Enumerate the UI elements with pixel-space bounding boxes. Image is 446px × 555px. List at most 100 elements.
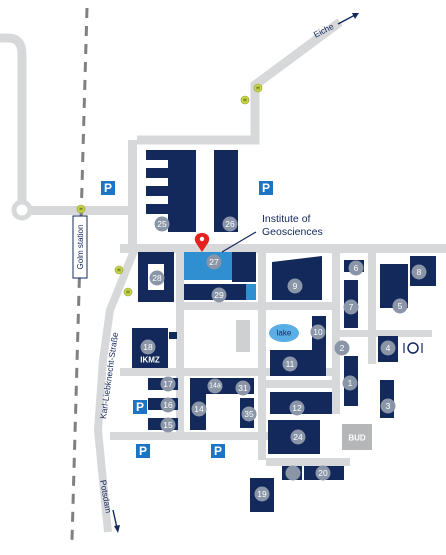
golm-station-label: Golm station bbox=[72, 215, 88, 279]
parking-5: P bbox=[211, 444, 225, 458]
number-10[interactable]: 11 bbox=[282, 356, 298, 372]
svg-text:18: 18 bbox=[143, 342, 153, 352]
svg-text:12: 12 bbox=[292, 403, 302, 413]
number-26[interactable]: 26 bbox=[222, 216, 238, 232]
parking-4: P bbox=[136, 444, 150, 458]
number-28[interactable]: 28 bbox=[149, 270, 165, 286]
svg-text:8: 8 bbox=[417, 267, 422, 277]
number-31[interactable]: 35 bbox=[241, 406, 257, 422]
number-7[interactable]: 7 bbox=[343, 299, 359, 315]
building-25-f bbox=[186, 150, 196, 232]
parking-1: P bbox=[101, 181, 115, 195]
number-11[interactable]: 12 bbox=[289, 400, 305, 416]
number-6[interactable]: 6 bbox=[348, 260, 364, 276]
svg-text:7: 7 bbox=[349, 302, 354, 312]
road-mid-1 bbox=[176, 302, 336, 310]
bud-label: BUD bbox=[348, 434, 366, 443]
number-29[interactable]: 29 bbox=[211, 287, 227, 303]
road-west-curve bbox=[0, 33, 27, 205]
number-27[interactable]: 27 bbox=[206, 254, 222, 270]
svg-text:29: 29 bbox=[214, 290, 224, 300]
number-9[interactable]: 10 bbox=[310, 324, 326, 340]
road-inner-east bbox=[332, 244, 340, 414]
bus-stop-3: H bbox=[76, 204, 86, 214]
svg-text:P: P bbox=[136, 400, 144, 414]
bus-stop-1: H bbox=[253, 83, 263, 93]
number-2[interactable]: 2 bbox=[334, 340, 350, 356]
eiche-arrow-icon bbox=[337, 13, 359, 25]
svg-text:16: 16 bbox=[163, 400, 173, 410]
svg-text:P: P bbox=[139, 444, 147, 458]
lake bbox=[269, 324, 299, 342]
road-inner-north bbox=[120, 244, 446, 253]
roads bbox=[0, 18, 446, 533]
lake-label: lake bbox=[277, 329, 292, 338]
svg-text:28: 28 bbox=[152, 273, 162, 283]
svg-text:4: 4 bbox=[386, 343, 391, 353]
road-south-link bbox=[258, 430, 266, 460]
number-16[interactable]: 16 bbox=[160, 397, 176, 413]
road-eiche bbox=[137, 18, 343, 145]
building-29-highlight bbox=[246, 284, 256, 300]
svg-text:27: 27 bbox=[209, 257, 219, 267]
number-24[interactable]: 24 bbox=[290, 429, 306, 445]
bus-stop-2: H bbox=[240, 95, 250, 105]
building-bud bbox=[342, 424, 372, 450]
potsdam-arrow-icon bbox=[112, 509, 120, 533]
svg-text:24: 24 bbox=[293, 432, 303, 442]
number-14a[interactable]: 14a bbox=[207, 378, 223, 394]
svg-text:10: 10 bbox=[313, 327, 323, 337]
building-8 bbox=[272, 256, 322, 300]
svg-text:3: 3 bbox=[386, 401, 391, 411]
number-35[interactable] bbox=[285, 465, 301, 481]
svg-text:6: 6 bbox=[354, 263, 359, 273]
bus-stops: H H H H H bbox=[76, 83, 263, 297]
svg-text:H: H bbox=[256, 86, 259, 91]
institute-marker-icon[interactable] bbox=[194, 233, 210, 252]
grey-structure bbox=[236, 320, 250, 352]
number-8[interactable]: 9 bbox=[287, 278, 303, 294]
restaurant-icon bbox=[403, 342, 423, 354]
number-5[interactable]: 5 bbox=[392, 298, 408, 314]
road-mid-3 bbox=[258, 380, 338, 388]
road-karl-liebknecht bbox=[93, 244, 140, 533]
svg-text:14a: 14a bbox=[209, 383, 221, 390]
info-icon bbox=[169, 332, 177, 339]
svg-text:20: 20 bbox=[318, 468, 328, 478]
number-3[interactable]: 3 bbox=[380, 398, 396, 414]
number-4[interactable]: 4 bbox=[380, 340, 396, 356]
number-30[interactable]: 31 bbox=[235, 380, 251, 396]
svg-text:H: H bbox=[79, 207, 82, 212]
svg-text:15: 15 bbox=[163, 420, 173, 430]
number-19[interactable]: 19 bbox=[254, 486, 270, 502]
number-25[interactable]: 25 bbox=[154, 216, 170, 232]
svg-text:31: 31 bbox=[238, 383, 248, 393]
number-20[interactable]: 20 bbox=[315, 465, 331, 481]
road-inner-center bbox=[258, 244, 266, 438]
svg-text:5: 5 bbox=[398, 301, 403, 311]
parking-2: P bbox=[259, 181, 273, 195]
number-1[interactable]: 1 bbox=[342, 375, 358, 391]
number-17[interactable]: 17 bbox=[160, 376, 176, 392]
number-14[interactable]: 14 bbox=[191, 401, 207, 417]
svg-text:H: H bbox=[243, 98, 246, 103]
institute-label-2: Geosciences bbox=[262, 226, 323, 238]
road-south bbox=[110, 432, 270, 440]
number-12[interactable]: 8 bbox=[411, 264, 427, 280]
svg-text:26: 26 bbox=[225, 219, 235, 229]
svg-text:14: 14 bbox=[194, 404, 204, 414]
svg-text:1: 1 bbox=[348, 378, 353, 388]
bus-stop-4: H bbox=[114, 265, 124, 275]
building-27 bbox=[232, 252, 256, 282]
svg-text:11: 11 bbox=[286, 359, 295, 369]
number-18[interactable]: 18 bbox=[140, 339, 156, 355]
building-numbers: 25 26 27 28 29 9 10 11 12 24 6 7 2 1 5 8… bbox=[140, 216, 427, 502]
institute-label-1: Institute of bbox=[262, 213, 311, 225]
svg-text:25: 25 bbox=[157, 219, 167, 229]
number-15[interactable]: 15 bbox=[160, 417, 176, 433]
parking-signs: P P P P P bbox=[101, 181, 273, 458]
svg-text:Golm station: Golm station bbox=[76, 225, 85, 270]
institute-pointer-line bbox=[221, 231, 257, 253]
